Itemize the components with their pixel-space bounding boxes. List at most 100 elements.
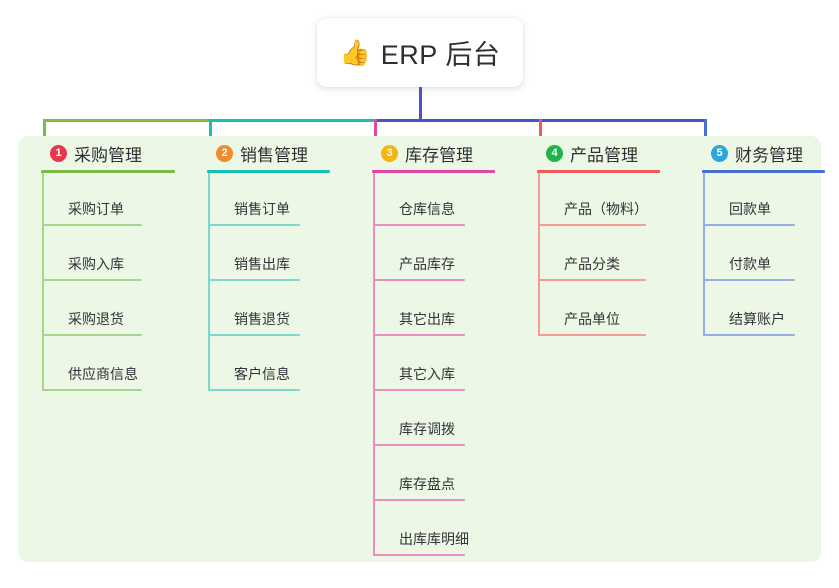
branch-leaf-item[interactable]: 产品单位 xyxy=(538,293,646,348)
branch-header-5[interactable]: 5 财务管理 xyxy=(691,136,803,170)
branch-leaf-rule xyxy=(373,499,465,501)
branch-leaf-label: 库存调拨 xyxy=(399,421,455,437)
branch-leaf-item[interactable]: 产品（物料） xyxy=(538,183,648,238)
branch-leaf-rule xyxy=(373,334,465,336)
branch-leaf-label: 库存盘点 xyxy=(399,476,455,492)
branch-leaf-item[interactable]: 采购订单 xyxy=(42,183,142,238)
branch-leaf-item[interactable]: 产品库存 xyxy=(373,238,465,293)
branch-leaf-label: 产品单位 xyxy=(564,311,620,327)
branch-column: 5 财务管理回款单付款单结算账户 xyxy=(691,136,825,336)
branch-leaf-item[interactable]: 产品分类 xyxy=(538,238,646,293)
branch-leaf-label: 其它出库 xyxy=(399,311,455,327)
connector-trunk xyxy=(419,87,422,119)
branch-leaf-rule xyxy=(373,554,465,556)
branch-leaf-rule xyxy=(538,279,646,281)
branch-leaf-rule xyxy=(373,224,465,226)
branch-title: 财务管理 xyxy=(735,145,803,165)
branch-leaf-label: 供应商信息 xyxy=(68,366,138,382)
branch-leaf-rule xyxy=(42,389,142,391)
branch-number-badge: 5 xyxy=(711,144,728,162)
connector-drop xyxy=(539,119,542,149)
connector-drop xyxy=(43,119,46,149)
branch-leaf-label: 销售退货 xyxy=(234,311,290,327)
connector-bus-segment xyxy=(420,119,704,122)
branch-leaf-label: 销售出库 xyxy=(234,256,290,272)
branch-leaf-label: 出库库明细 xyxy=(399,531,469,547)
branch-spine xyxy=(538,173,540,336)
connector-drop xyxy=(209,119,212,149)
branch-leaf-item[interactable]: 其它入库 xyxy=(373,348,465,403)
branch-leaf-item[interactable]: 销售订单 xyxy=(208,183,300,238)
branch-leaf-rule xyxy=(208,334,300,336)
branch-spine xyxy=(42,173,44,391)
branch-leaf-rule xyxy=(42,334,142,336)
branch-leaf-label: 销售订单 xyxy=(234,201,290,217)
branch-leaf-label: 回款单 xyxy=(729,201,771,217)
connector-bus-segment xyxy=(374,119,420,122)
branch-header-rule xyxy=(372,170,495,173)
branch-leaf-item[interactable]: 库存调拨 xyxy=(373,403,465,458)
branch-leaf-label: 仓库信息 xyxy=(399,201,455,217)
branch-leaf-item[interactable]: 库存盘点 xyxy=(373,458,465,513)
branch-leaf-item[interactable]: 出库库明细 xyxy=(373,513,469,568)
branch-leaf-item[interactable]: 仓库信息 xyxy=(373,183,465,238)
branch-leaf-label: 采购退货 xyxy=(68,311,124,327)
branch-leaf-item[interactable]: 结算账户 xyxy=(703,293,795,348)
connector-bus-segment xyxy=(43,119,209,122)
branch-leaf-rule xyxy=(373,444,465,446)
branch-leaf-item[interactable]: 其它出库 xyxy=(373,293,465,348)
branch-spine xyxy=(373,173,375,556)
branch-spine xyxy=(703,173,705,336)
branch-leaf-item[interactable]: 客户信息 xyxy=(208,348,300,403)
branch-title: 库存管理 xyxy=(405,145,473,165)
branch-leaf-label: 付款单 xyxy=(729,256,771,272)
branch-leaf-rule xyxy=(208,224,300,226)
root-title: ERP 后台 xyxy=(380,40,501,70)
branch-leaf-label: 产品分类 xyxy=(564,256,620,272)
branch-leaf-label: 产品（物料） xyxy=(564,201,648,217)
branch-leaf-label: 结算账户 xyxy=(729,311,785,327)
branch-leaf-rule xyxy=(538,224,646,226)
thumbs-up-icon: 👍 xyxy=(339,39,371,67)
connector-drop xyxy=(374,119,377,149)
branch-number-badge: 2 xyxy=(216,144,233,162)
branch-leaf-label: 采购订单 xyxy=(68,201,124,217)
connector-bus-segment xyxy=(209,119,374,122)
branch-leaf-rule xyxy=(42,279,142,281)
branch-number-badge: 3 xyxy=(381,144,398,162)
branch-header-rule xyxy=(207,170,330,173)
branch-leaf-rule xyxy=(42,224,142,226)
branch-leaf-rule xyxy=(373,279,465,281)
branch-header-rule xyxy=(41,170,175,173)
branch-leaf-label: 采购入库 xyxy=(68,256,124,272)
branch-leaf-item[interactable]: 销售出库 xyxy=(208,238,300,293)
branch-header-rule xyxy=(537,170,660,173)
branch-leaf-item[interactable]: 采购退货 xyxy=(42,293,142,348)
branch-spine xyxy=(208,173,210,391)
root-node[interactable]: 👍 ERP 后台 xyxy=(317,18,523,87)
branch-leaf-rule xyxy=(373,389,465,391)
branch-header-3[interactable]: 3 库存管理 xyxy=(361,136,473,170)
branch-leaf-label: 其它入库 xyxy=(399,366,455,382)
branch-leaf-item[interactable]: 供应商信息 xyxy=(42,348,142,403)
branch-leaf-item[interactable]: 回款单 xyxy=(703,183,795,238)
branch-leaf-rule xyxy=(538,334,646,336)
branch-title: 采购管理 xyxy=(74,145,142,165)
connector-drop xyxy=(704,119,707,149)
branch-leaf-rule xyxy=(208,279,300,281)
branch-leaf-item[interactable]: 采购入库 xyxy=(42,238,142,293)
branch-leaf-rule xyxy=(208,389,300,391)
branch-leaf-item[interactable]: 付款单 xyxy=(703,238,795,293)
branch-leaf-item[interactable]: 销售退货 xyxy=(208,293,300,348)
branch-leaf-label: 产品库存 xyxy=(399,256,455,272)
branch-leaf-rule xyxy=(703,334,795,336)
branches-panel xyxy=(18,136,821,562)
branch-leaf-label: 客户信息 xyxy=(234,366,290,382)
